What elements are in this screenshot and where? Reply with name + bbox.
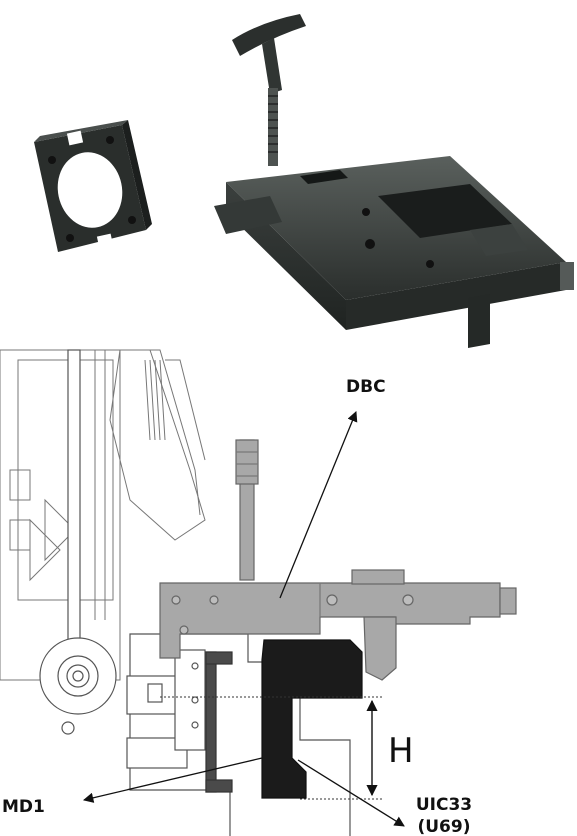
dbc-body [159,439,517,681]
lever-column [67,349,81,641]
machine-outline [0,349,206,681]
adapter-plate-photo [34,120,152,252]
threaded-shaft [268,88,278,166]
md1-leader-arrow [82,757,263,803]
h-dimension [160,696,384,800]
dbc-leader-arrow [279,411,358,599]
tool-photo [214,14,574,348]
uic33-label: UIC33 [416,795,472,815]
technical-drawing [0,349,517,836]
uic33-leader-arrow [297,759,405,827]
uic33-rail-profile [261,639,363,799]
md1-label: MD1 [2,797,45,817]
h-label: H [388,731,414,771]
wheel [39,637,117,735]
md1-plate [205,651,233,793]
leader-arrows [82,411,405,827]
t-handle [232,14,306,94]
tool-main-bar [214,156,574,348]
dbc-label: DBC [346,377,386,397]
u69-label: (U69) [417,817,470,836]
